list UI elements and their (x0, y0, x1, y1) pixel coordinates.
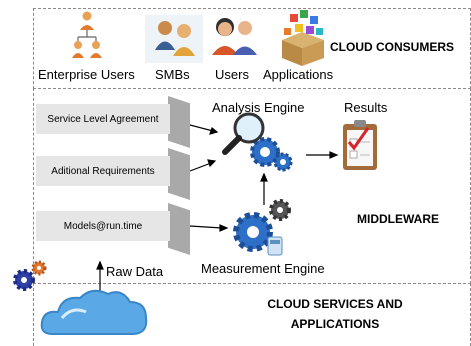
middleware-title: MIDDLEWARE (357, 212, 439, 226)
analysis-engine-icon (222, 112, 293, 172)
cloud-services-title-line2: APPLICATIONS (290, 317, 380, 331)
cloud-icon (40, 289, 148, 335)
input-box-shadow (168, 96, 190, 148)
cloud-services-title-line1: CLOUD SERVICES AND (267, 297, 403, 311)
input-box-shadow (168, 148, 190, 200)
results-label: Results (344, 100, 388, 115)
sla-box: Service Level Agreement (36, 104, 170, 134)
raw-data-label: Raw Data (106, 264, 164, 279)
gears-icon (13, 260, 47, 291)
applications-label: Applications (263, 67, 334, 82)
measurement-engine-label: Measurement Engine (201, 261, 325, 276)
smbs-label: SMBs (155, 67, 190, 82)
two-people-icon (145, 15, 203, 63)
cloud-consumers-title: CLOUD CONSUMERS (330, 40, 455, 54)
enterprise-hierarchy-icon (72, 11, 102, 58)
enterprise-users-label: Enterprise Users (38, 67, 135, 82)
models-box: Models@run.time (36, 211, 170, 241)
results-clipboard-icon (343, 120, 377, 170)
app-box-icon (282, 10, 324, 66)
analysis-engine-label: Analysis Engine (212, 100, 305, 115)
input-box-shadow (168, 203, 190, 255)
two-users-icon (212, 18, 257, 55)
users-label: Users (215, 67, 249, 82)
measurement-engine-icon (233, 199, 291, 256)
requirements-box: Aditional Requirements (36, 156, 170, 186)
